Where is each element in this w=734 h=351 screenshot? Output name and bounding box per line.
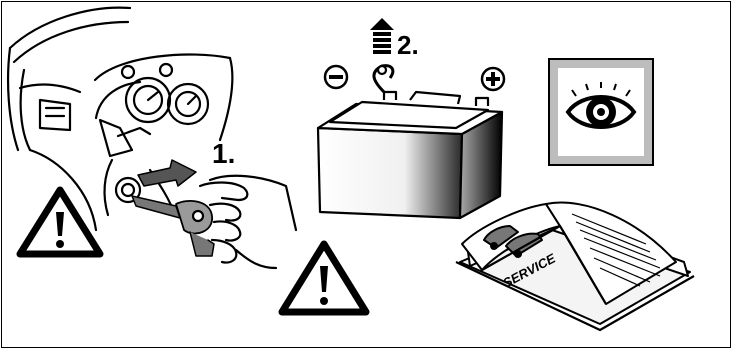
step-one-label: 1. [212,140,235,168]
arrow-up-icon [370,18,394,54]
service-book-drawing [456,203,694,330]
battery-drawing [318,66,502,218]
warning-triangle-icon [282,244,366,312]
positive-terminal-icon [482,68,504,90]
step-two-label: 2. [397,32,419,58]
negative-terminal-icon [325,66,347,88]
eye-icon [549,59,653,165]
warning-triangle-icon [20,190,100,254]
